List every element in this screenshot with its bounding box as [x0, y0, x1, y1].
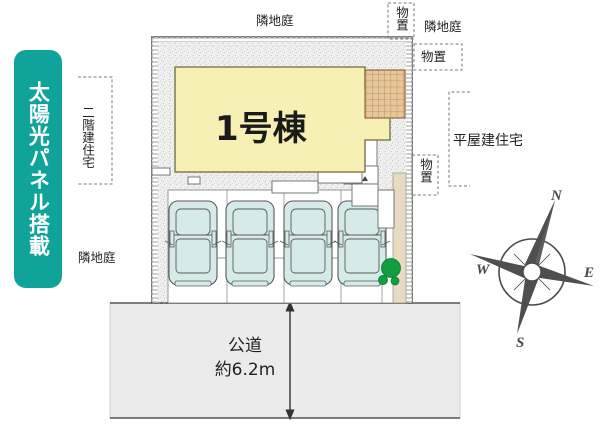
- label-left-house-type: 二階建住宅: [80, 106, 95, 169]
- solar-panel-badge-label: 太陽光パネル搭載: [26, 81, 51, 257]
- compass-label-west: W: [476, 262, 490, 278]
- wood-deck: [364, 69, 406, 119]
- car-icon: [221, 200, 279, 287]
- label-right-storage-upper: 物置: [421, 49, 447, 64]
- callout-bracket-right: [448, 91, 470, 187]
- car-icon: [333, 200, 391, 287]
- property-plot: [151, 36, 413, 304]
- label-left-neighbor-garden: 隣地庭: [78, 250, 116, 265]
- compass-rose: [470, 200, 594, 334]
- callout-box-storage-right-lower: [411, 154, 439, 196]
- road-name-label: 公道: [228, 336, 262, 356]
- label-right-neighbor-garden: 隣地庭: [424, 19, 462, 34]
- compass-label-north: N: [551, 188, 562, 204]
- label-top-storage: 物置: [394, 6, 409, 31]
- label-right-house-type: 平屋建住宅: [453, 133, 523, 149]
- road-width-label: 約6.2m: [214, 360, 276, 380]
- callout-bracket-left: [78, 76, 113, 185]
- tree-icon: [378, 258, 401, 286]
- building-label-1: 1号棟: [215, 109, 307, 149]
- compass-label-east: E: [584, 265, 595, 281]
- entrance-arrow: [362, 176, 368, 181]
- label-top-neighbor-garden: 隣地庭: [256, 13, 294, 28]
- utility-box: [151, 167, 201, 185]
- compass-label-south: S: [516, 335, 525, 351]
- car-icon: [279, 200, 337, 287]
- road-width-dimension-arrow: [285, 300, 295, 421]
- label-right-storage-lower: 物置: [418, 158, 433, 183]
- car-icon: [164, 200, 222, 287]
- car-group: [164, 200, 391, 287]
- main-building: [174, 66, 406, 173]
- callout-box-storage-top: [387, 2, 415, 40]
- solar-panel-badge: 太陽光パネル搭載: [14, 50, 62, 288]
